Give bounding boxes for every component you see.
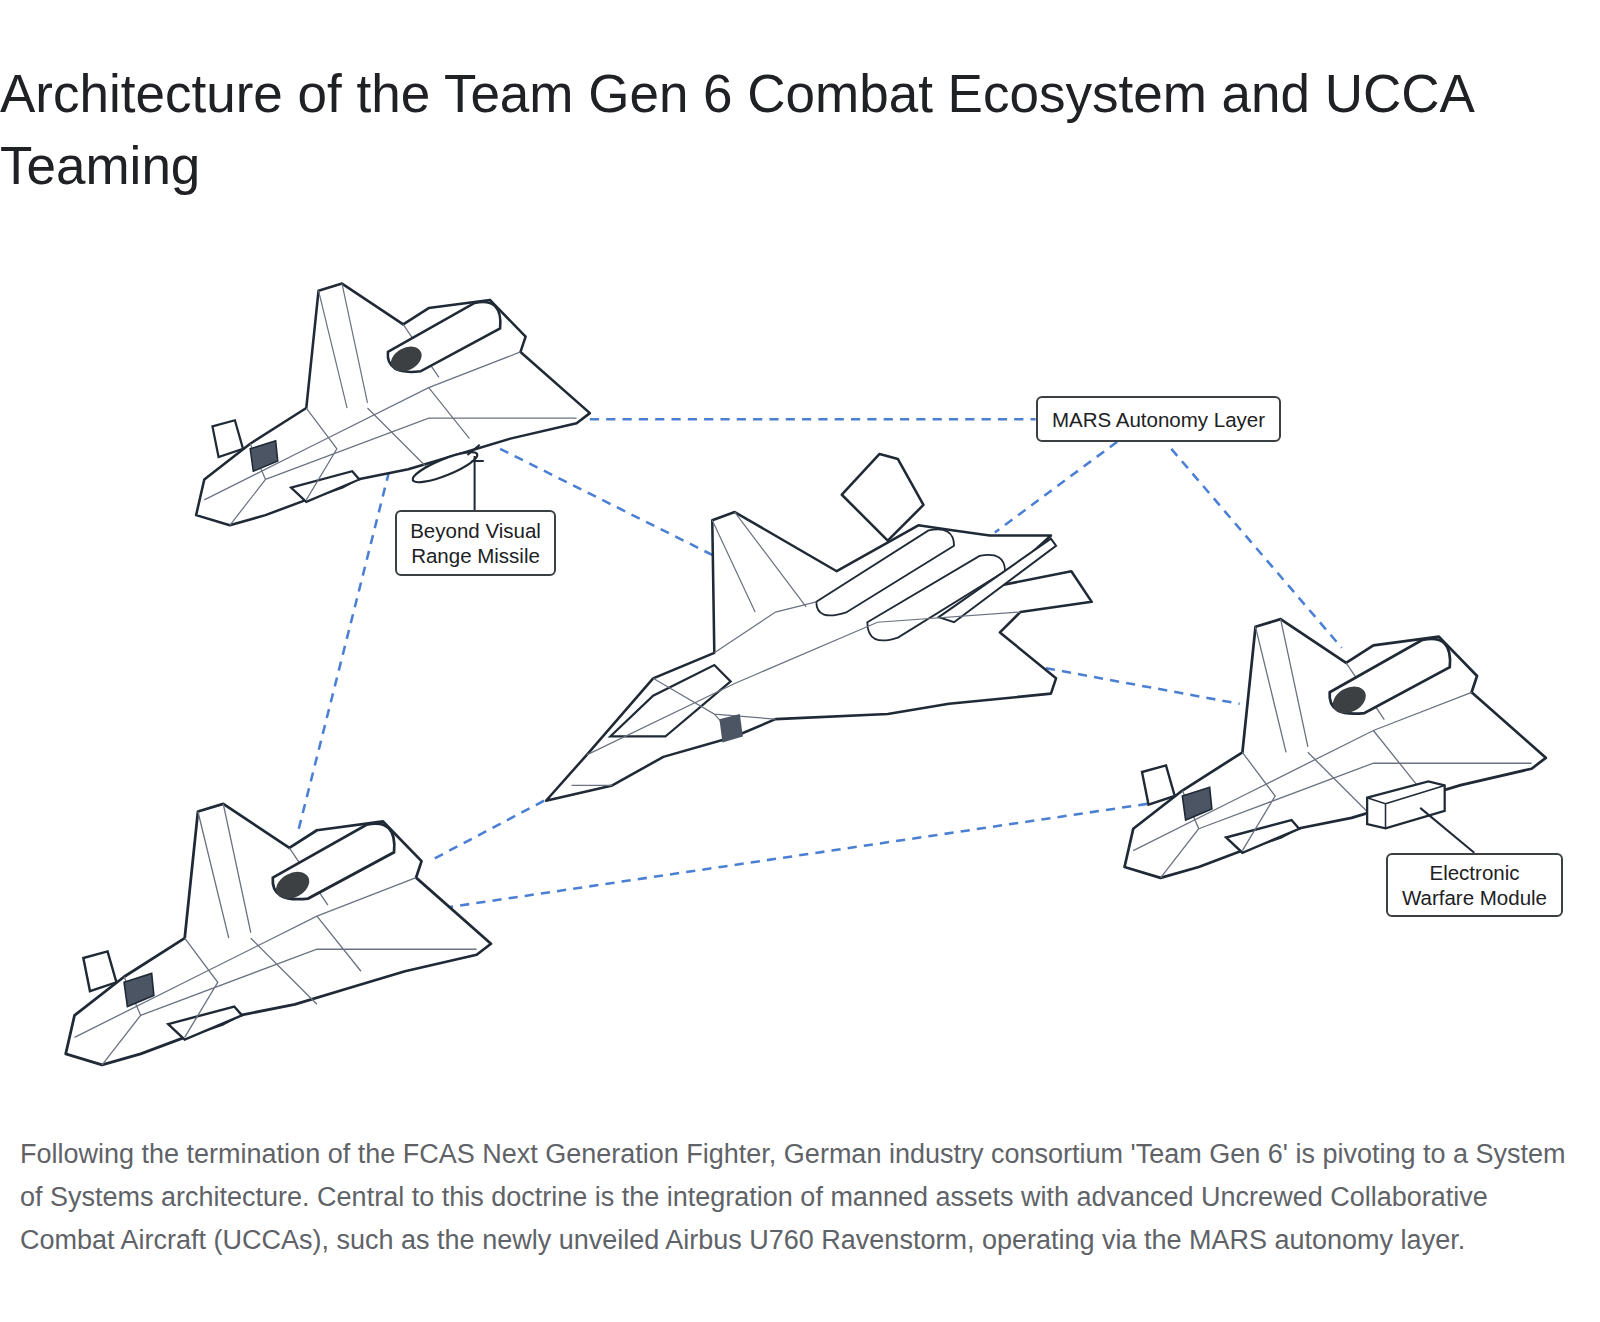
data-link — [590, 418, 1036, 421]
data-link — [444, 804, 1148, 908]
manned-fighter — [546, 454, 1092, 801]
fighter-body — [546, 512, 1092, 801]
ucca-drone — [66, 804, 491, 1065]
callout-text: MARS Autonomy Layer — [1052, 407, 1265, 432]
fighter-panels — [572, 512, 1021, 785]
data-link — [1046, 668, 1240, 704]
data-link — [434, 801, 544, 859]
ew-pod — [1367, 781, 1445, 828]
fighter-nacelles — [816, 529, 1005, 640]
fighter-intake — [719, 714, 742, 743]
leader-line — [1420, 808, 1474, 853]
data-link — [1171, 449, 1341, 648]
ucca-drone — [196, 284, 590, 526]
callout-text-group: Beyond Visual Range Missile — [405, 518, 546, 568]
fighter-canopy — [610, 665, 730, 736]
data-link — [298, 456, 393, 831]
fighter-fin — [842, 454, 924, 541]
callout-box: Beyond Visual Range Missile — [395, 510, 556, 576]
ucca-drone — [1125, 619, 1546, 878]
callout-text: Beyond Visual Range Missile — [405, 518, 546, 568]
diagram-title: Architecture of the Team Gen 6 Combat Ec… — [0, 58, 1600, 202]
callout-text: Electronic Warfare Module — [1396, 860, 1553, 910]
ew-pod-body — [1367, 781, 1445, 828]
data-link — [995, 442, 1117, 533]
callout-box: MARS Autonomy Layer — [1036, 396, 1281, 442]
leader-line — [474, 456, 476, 510]
diagram-caption: Following the termination of the FCAS Ne… — [20, 1133, 1585, 1262]
fighter-tailplane — [939, 539, 1056, 623]
callout-text-group: Electronic Warfare Module — [1396, 860, 1553, 910]
ew-pod-edge — [1367, 785, 1445, 828]
callout-box: Electronic Warfare Module — [1386, 853, 1563, 917]
callout-text-group: MARS Autonomy Layer — [1052, 407, 1265, 432]
missile — [410, 445, 484, 488]
